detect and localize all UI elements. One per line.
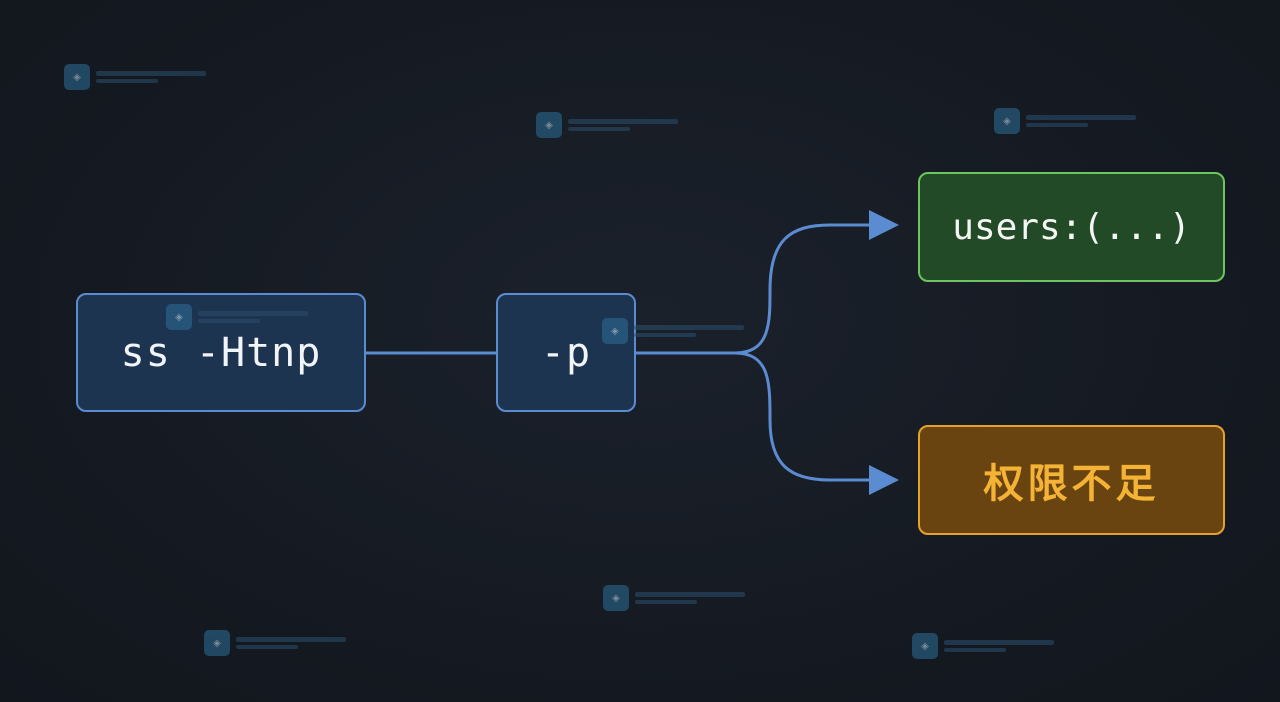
watermark-logo-icon: ◈ bbox=[166, 304, 308, 330]
watermark-logo-icon: ◈ bbox=[603, 585, 745, 611]
flag-node: -p bbox=[496, 293, 636, 412]
watermark-logo-icon: ◈ bbox=[204, 630, 346, 656]
flag-label: -p bbox=[540, 329, 592, 376]
result-denied-label: 权限不足 bbox=[983, 461, 1160, 507]
watermark-logo-icon: ◈ bbox=[64, 64, 206, 90]
result-denied-node: 权限不足 bbox=[918, 425, 1225, 535]
connector-branch-to-denied bbox=[734, 351, 899, 495]
watermark-logo-icon: ◈ bbox=[994, 108, 1136, 134]
connector-branch-to-ok bbox=[734, 210, 899, 355]
watermark-logo-icon: ◈ bbox=[536, 112, 678, 138]
watermark-logo-icon: ◈ bbox=[912, 633, 1054, 659]
watermark-logo-icon: ◈ bbox=[602, 318, 744, 344]
result-ok-node: users:(...) bbox=[918, 172, 1225, 282]
result-ok-label: users:(...) bbox=[952, 206, 1191, 248]
command-label: ss -Htnp bbox=[120, 329, 322, 376]
